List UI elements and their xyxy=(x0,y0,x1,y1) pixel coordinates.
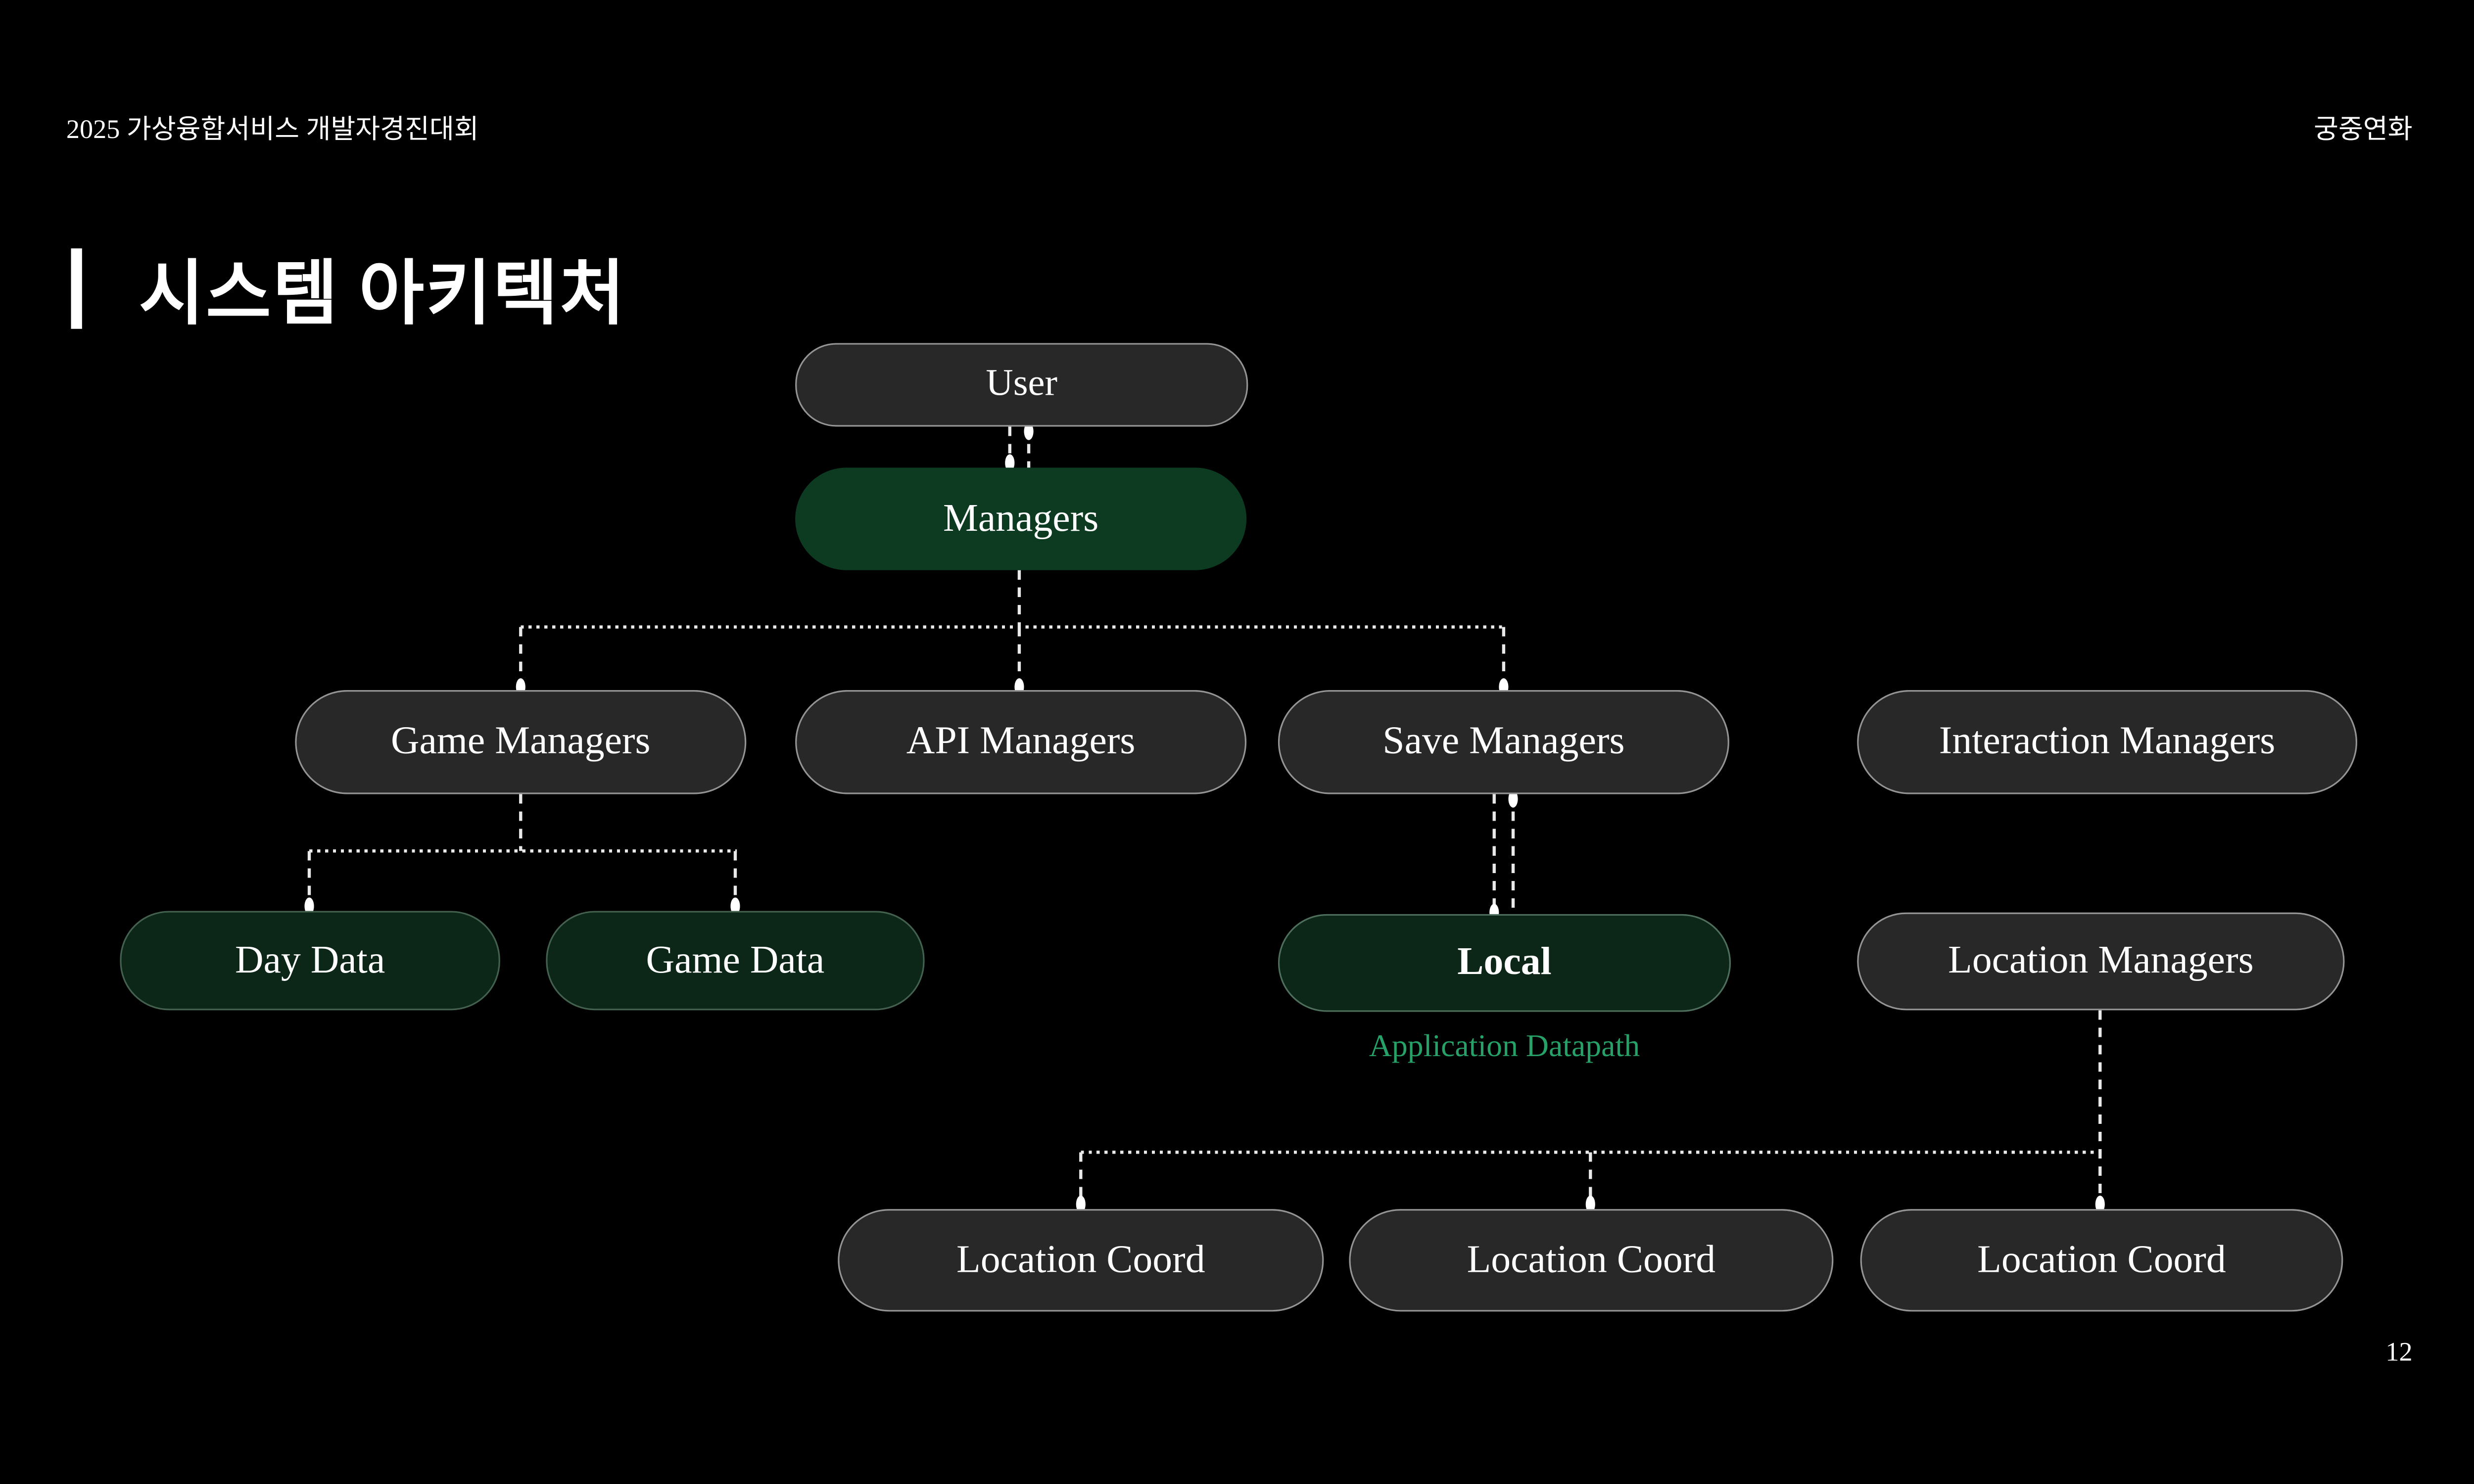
connector-dot xyxy=(1585,1195,1595,1213)
connector-dot xyxy=(304,897,314,915)
connector-save-local-down xyxy=(1492,794,1496,916)
node-user-label: User xyxy=(986,363,1057,405)
connector-location-managers-stem xyxy=(2098,1010,2102,1209)
node-managers-label: Managers xyxy=(943,497,1099,540)
node-location-coord-1-label: Location Coord xyxy=(956,1238,1205,1281)
connector-save-local-up xyxy=(1511,794,1515,916)
slide-header-left: 2025 가상융합서비스 개발자경진대회 xyxy=(66,114,479,144)
application-datapath-caption: Application Datapath xyxy=(1369,1029,1640,1064)
node-location-coord-3-label: Location Coord xyxy=(1977,1238,2226,1281)
page-title: 시스템 아키텍처 xyxy=(139,254,627,334)
node-user: User xyxy=(795,343,1248,427)
connector-to-api-managers xyxy=(1017,627,1021,690)
node-location-managers: Location Managers xyxy=(1857,912,2345,1011)
connector-dot xyxy=(1005,454,1015,472)
node-interaction-managers-label: Interaction Managers xyxy=(1939,720,2276,763)
node-location-coord-3: Location Coord xyxy=(1860,1208,2343,1312)
node-location-coord-2-label: Location Coord xyxy=(1467,1238,1716,1281)
connector-user-managers-down xyxy=(1008,426,1012,468)
connector-game-managers-stem xyxy=(519,794,523,851)
node-location-coord-1: Location Coord xyxy=(838,1208,1324,1312)
node-game-managers: Game Managers xyxy=(295,690,747,794)
node-game-managers-label: Game Managers xyxy=(390,720,651,763)
connector-to-location-coord-2 xyxy=(1589,1152,1592,1209)
connector-to-location-coord-1 xyxy=(1079,1152,1083,1209)
connector-managers-stem xyxy=(1017,570,1021,627)
node-api-managers-label: API Managers xyxy=(906,720,1136,763)
node-local-label: Local xyxy=(1457,940,1552,983)
node-interaction-managers: Interaction Managers xyxy=(1857,690,2358,794)
connector-to-game-managers xyxy=(519,627,523,690)
node-day-data-label: Day Data xyxy=(235,938,385,981)
node-day-data: Day Data xyxy=(120,911,500,1011)
node-api-managers: API Managers xyxy=(795,690,1247,794)
connector-user-managers-up xyxy=(1027,426,1031,468)
connector-dot xyxy=(730,897,740,915)
node-save-managers-label: Save Managers xyxy=(1382,720,1625,763)
node-game-data-label: Game Data xyxy=(646,938,825,981)
connector-dot xyxy=(1076,1195,1086,1213)
connector-main-branch xyxy=(521,625,1506,629)
title-accent-bar xyxy=(71,248,82,329)
node-save-managers: Save Managers xyxy=(1278,690,1729,794)
node-location-coord-2: Location Coord xyxy=(1349,1208,1834,1312)
node-location-managers-label: Location Managers xyxy=(1948,939,2254,982)
connector-to-game-data xyxy=(733,851,737,911)
connector-game-branch xyxy=(309,849,737,853)
slide: 2025 가상융합서비스 개발자경진대회 궁중연화 시스템 아키텍처 User … xyxy=(0,46,2474,1438)
slide-header-right: 궁중연화 xyxy=(2314,114,2413,144)
node-local: Local xyxy=(1278,914,1731,1012)
connector-dot xyxy=(1024,422,1034,440)
page-number: 12 xyxy=(2385,1337,2413,1367)
connector-dot xyxy=(1508,790,1518,808)
node-managers: Managers xyxy=(795,467,1247,570)
connector-dot xyxy=(2095,1195,2105,1213)
connector-to-save-managers xyxy=(1502,627,1506,690)
connector-to-day-data xyxy=(307,851,311,911)
node-game-data: Game Data xyxy=(546,911,925,1011)
